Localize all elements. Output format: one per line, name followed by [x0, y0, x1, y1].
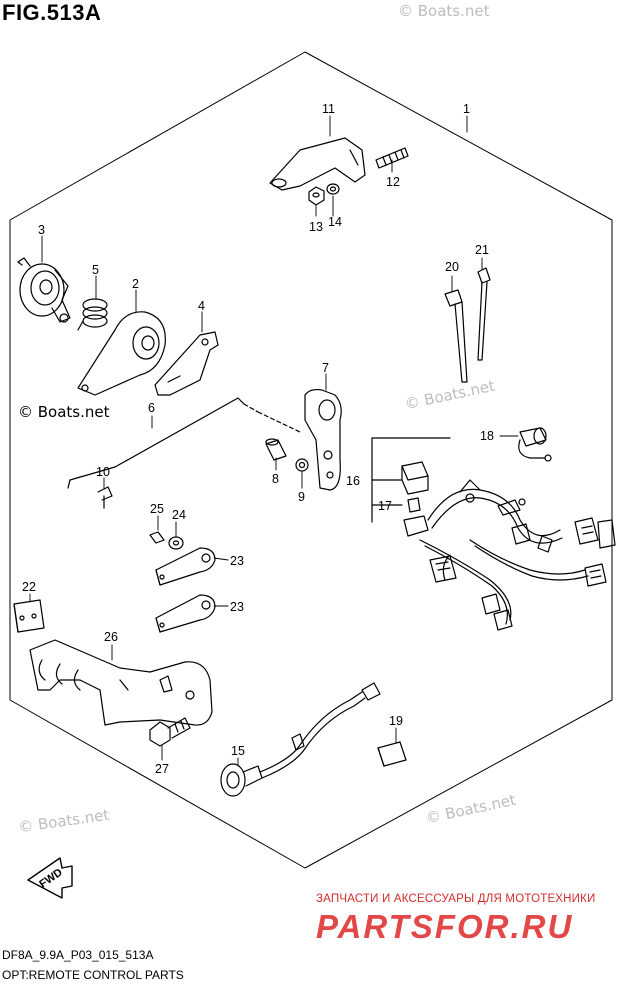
promo-logo: PARTSFOR.RU	[316, 908, 574, 945]
callout-1: 1	[463, 102, 470, 116]
callout-25: 25	[150, 502, 164, 516]
callout-13: 13	[309, 220, 323, 234]
callout-21: 21	[475, 243, 489, 257]
callout-22: 22	[22, 580, 36, 594]
harness-connectors	[429, 517, 616, 631]
promo-tagline: ЗАПЧАСТИ И АКСЕССУАРЫ ДЛЯ МОТОТЕХНИКИ	[316, 893, 596, 905]
callout-15: 15	[231, 744, 245, 758]
callout-20: 20	[445, 260, 459, 274]
figure-title: FIG.513A	[2, 0, 102, 25]
callout-2: 2	[132, 277, 139, 291]
callout-19: 19	[389, 714, 403, 728]
part-5-spring	[77, 298, 108, 331]
watermark: © Boats.net	[18, 403, 110, 421]
callout-8: 8	[272, 472, 279, 486]
part-27-bolt	[149, 717, 191, 747]
callout-11: 11	[322, 102, 335, 116]
callout-18: 18	[480, 429, 494, 443]
part-7-lever	[304, 388, 342, 491]
part-24-washer	[168, 536, 184, 550]
callout-24: 24	[172, 508, 186, 522]
part-19-cap	[377, 741, 407, 767]
part-16-relay	[401, 461, 429, 495]
callout-12: 12	[386, 175, 400, 189]
callout-10: 10	[96, 465, 110, 479]
part-12-bolt	[375, 147, 409, 169]
part-20-cable-tie	[444, 289, 468, 383]
callout-7: 7	[322, 361, 329, 375]
callout-bracket-16-17	[371, 437, 451, 523]
part-10-clip	[97, 486, 113, 509]
part-3-drum	[17, 257, 71, 323]
callout-23b: 23	[230, 600, 244, 614]
leader-lines	[29, 115, 519, 767]
part-4-link	[154, 331, 219, 396]
callout-9: 9	[298, 490, 305, 504]
callout-6: 6	[148, 401, 155, 415]
part-23-joint-upper	[155, 547, 216, 586]
part-13-nut	[308, 186, 325, 206]
part-26-bracket	[29, 639, 213, 726]
part-6-rod	[67, 397, 301, 489]
callout-numbers: 1 2 3 4 5 6 7 8 9 10 11 12 13 14 15 16 1…	[22, 102, 494, 776]
part-18-lead	[518, 427, 552, 462]
main-harness	[419, 479, 589, 625]
part-2-arm	[77, 311, 166, 396]
part-9-washer	[295, 458, 309, 472]
callout-27: 27	[155, 762, 169, 776]
part-11-bracket	[269, 137, 366, 191]
callout-16: 16	[346, 474, 360, 488]
diagram-caption: OPT:REMOTE CONTROL PARTS	[2, 968, 184, 982]
callout-4: 4	[198, 299, 205, 313]
part-17-connector	[403, 497, 429, 537]
hexagon-frame	[9, 51, 613, 869]
part-21-cable-tie	[477, 267, 491, 361]
callout-23a: 23	[230, 554, 244, 568]
part-15-switch	[220, 682, 381, 797]
part-25-clip	[149, 531, 165, 544]
part-14-washer	[326, 183, 340, 195]
watermark: © Boats.net	[398, 2, 490, 20]
part-8-pin	[265, 438, 287, 461]
callout-3: 3	[38, 223, 45, 237]
callout-5: 5	[92, 263, 99, 277]
callout-14: 14	[328, 215, 342, 229]
callout-26: 26	[104, 630, 118, 644]
part-22-pad	[13, 599, 45, 633]
part-23-joint-lower	[155, 594, 216, 633]
callout-17: 17	[378, 499, 392, 513]
fwd-arrow	[27, 857, 73, 899]
diagram-code: DF8A_9.9A_P03_015_513A	[2, 948, 154, 962]
